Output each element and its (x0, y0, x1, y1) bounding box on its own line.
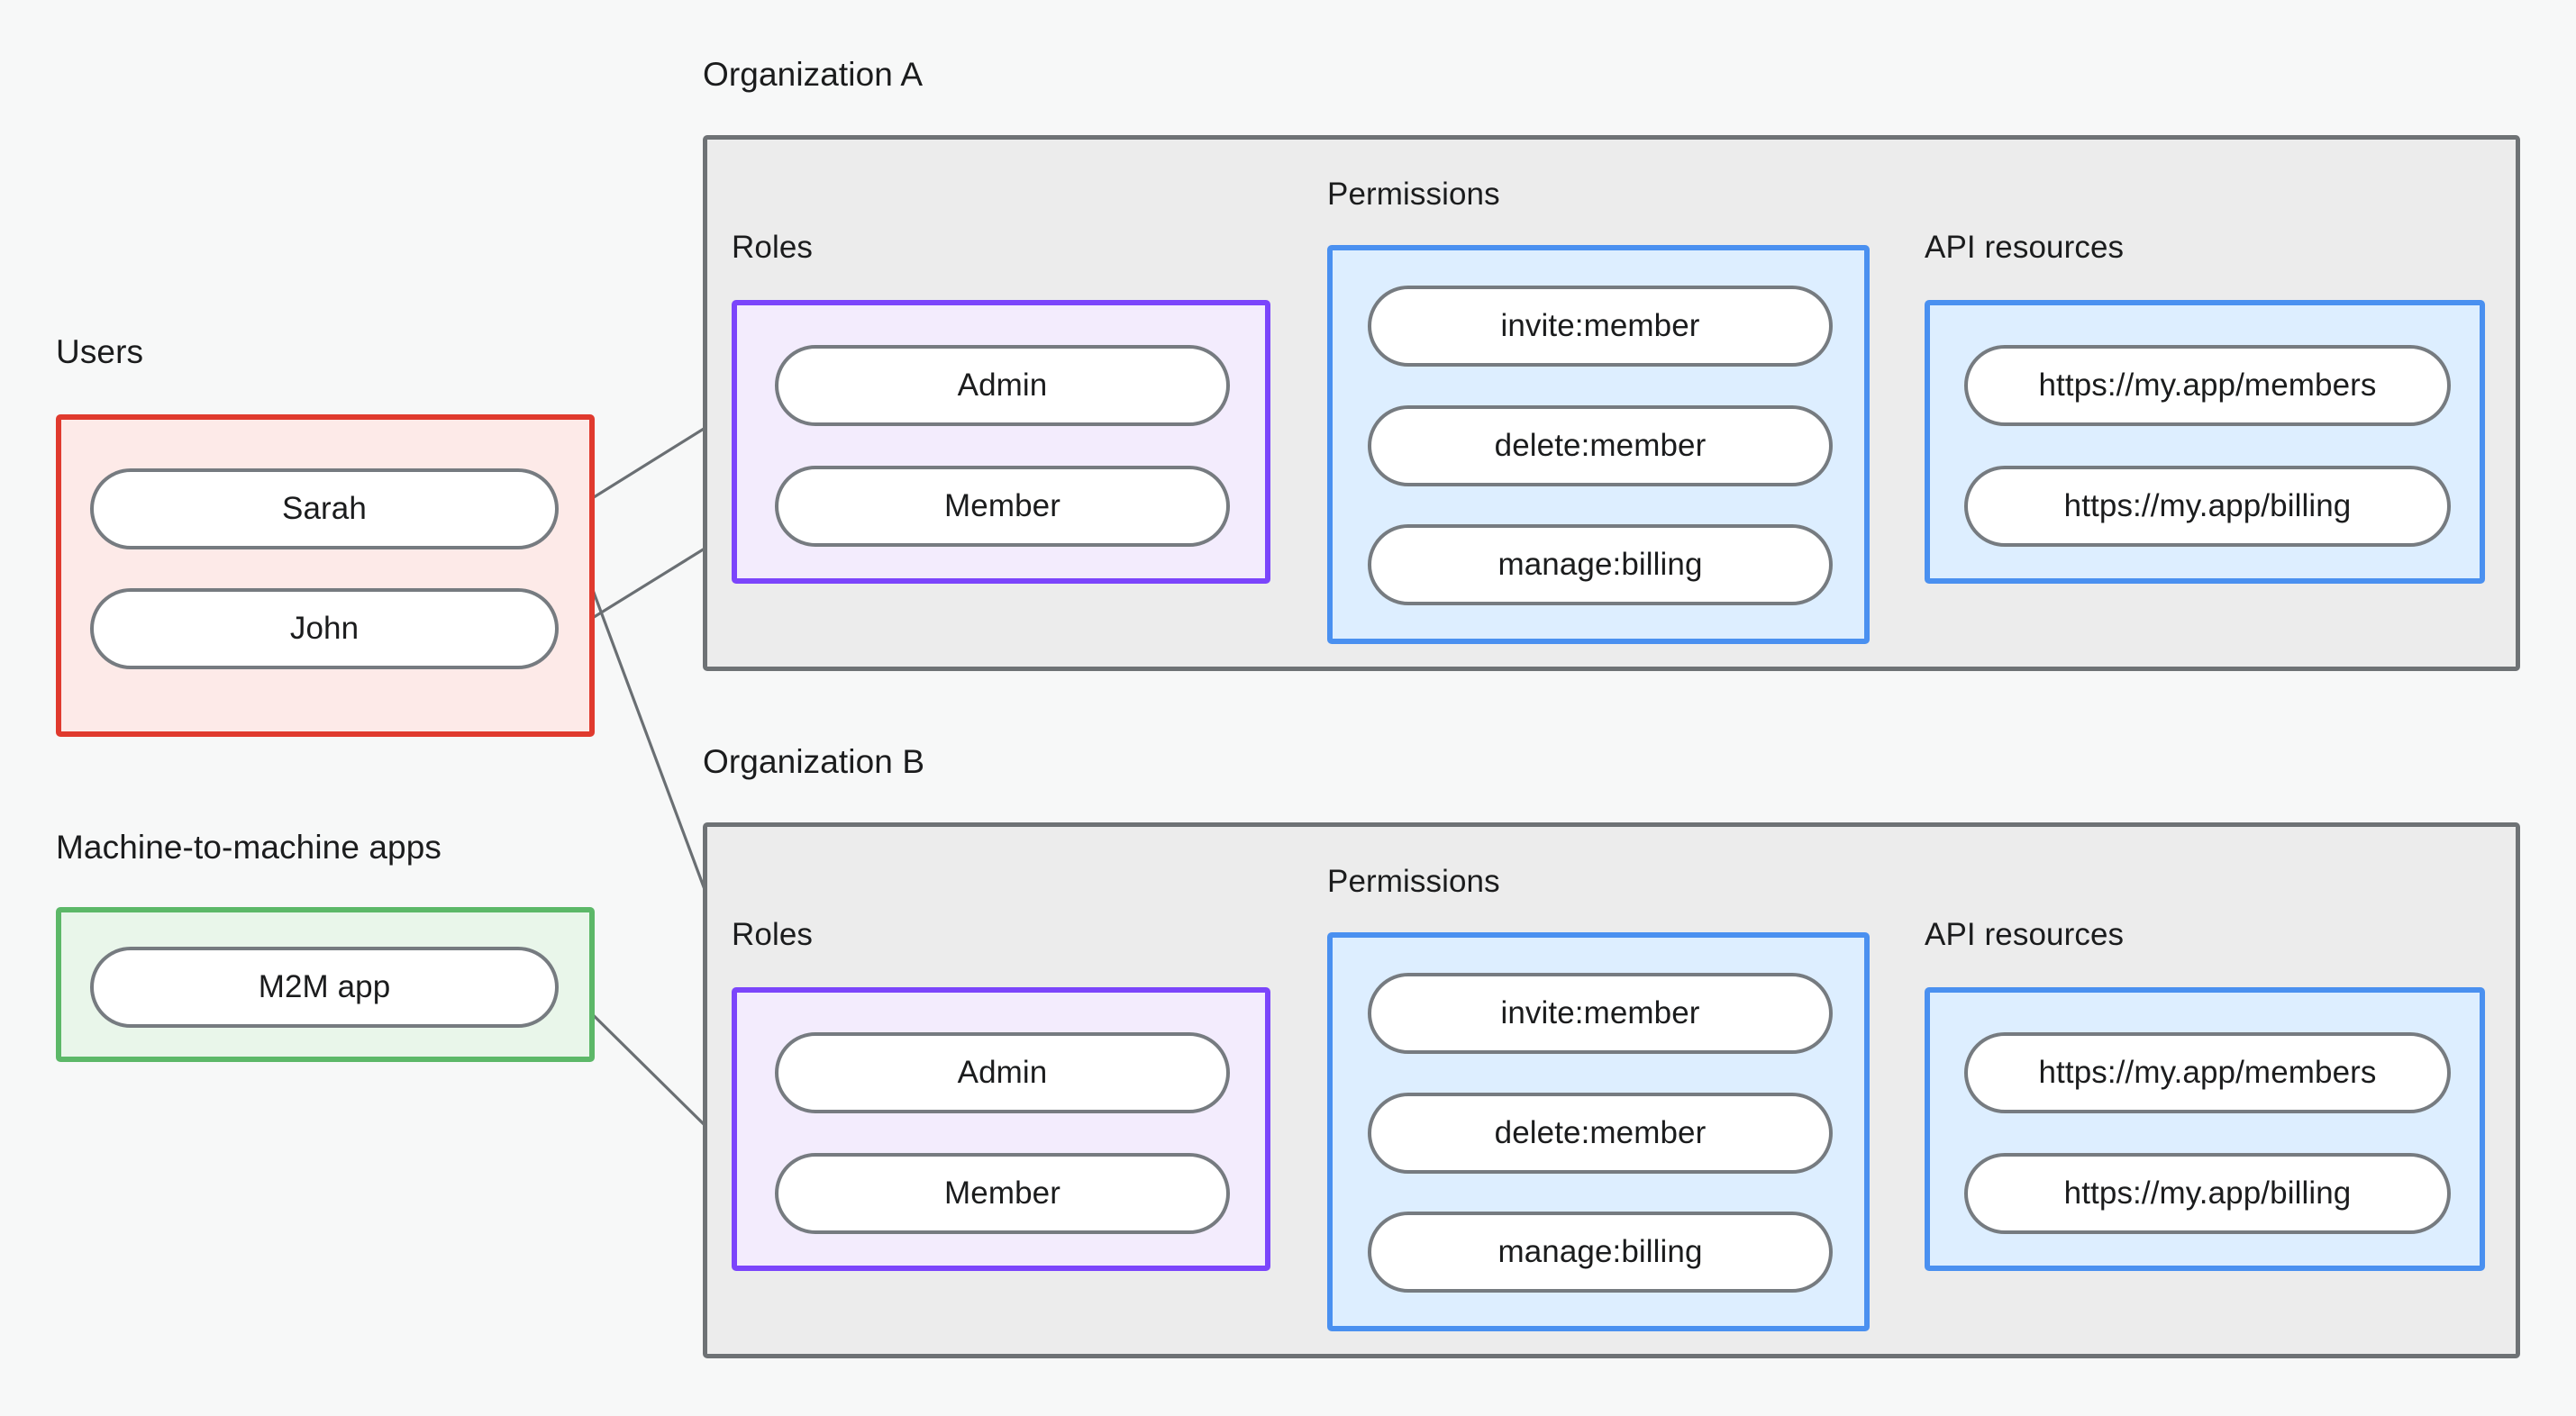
users-group-title: Users (56, 333, 144, 370)
org-a-permission-invite-member[interactable]: invite:member (1368, 286, 1833, 367)
user-node-john[interactable]: John (90, 588, 559, 669)
org-a-role-member[interactable]: Member (775, 466, 1230, 547)
org-a-role-admin[interactable]: Admin (775, 345, 1230, 426)
org-a-permission-manage-billing[interactable]: manage:billing (1368, 524, 1833, 605)
org-b-permission-delete-member[interactable]: delete:member (1368, 1093, 1833, 1174)
org-a-api-resource-members[interactable]: https://my.app/members (1964, 345, 2451, 426)
m2m-node-app[interactable]: M2M app (90, 947, 559, 1028)
org-b-api-resources-title: API resources (1925, 917, 2125, 952)
user-node-sarah[interactable]: Sarah (90, 468, 559, 549)
org-b-role-admin[interactable]: Admin (775, 1032, 1230, 1113)
org-b-api-resource-members[interactable]: https://my.app/members (1964, 1032, 2451, 1113)
org-a-api-resources-title: API resources (1925, 230, 2125, 265)
org-a-api-resource-billing[interactable]: https://my.app/billing (1964, 466, 2451, 547)
org-a-permissions-title: Permissions (1327, 177, 1500, 212)
org-b-api-resource-billing[interactable]: https://my.app/billing (1964, 1153, 2451, 1234)
org-b-permission-manage-billing[interactable]: manage:billing (1368, 1212, 1833, 1293)
org-a-permission-delete-member[interactable]: delete:member (1368, 405, 1833, 486)
org-b-title: Organization B (703, 743, 925, 780)
m2m-group-title: Machine-to-machine apps (56, 829, 442, 866)
org-b-permissions-title: Permissions (1327, 864, 1500, 899)
org-a-title: Organization A (703, 56, 924, 93)
org-b-roles-title: Roles (732, 917, 813, 952)
org-b-permission-invite-member[interactable]: invite:member (1368, 973, 1833, 1054)
users-group-box (56, 414, 595, 737)
org-b-role-member[interactable]: Member (775, 1153, 1230, 1234)
org-a-roles-title: Roles (732, 230, 813, 265)
